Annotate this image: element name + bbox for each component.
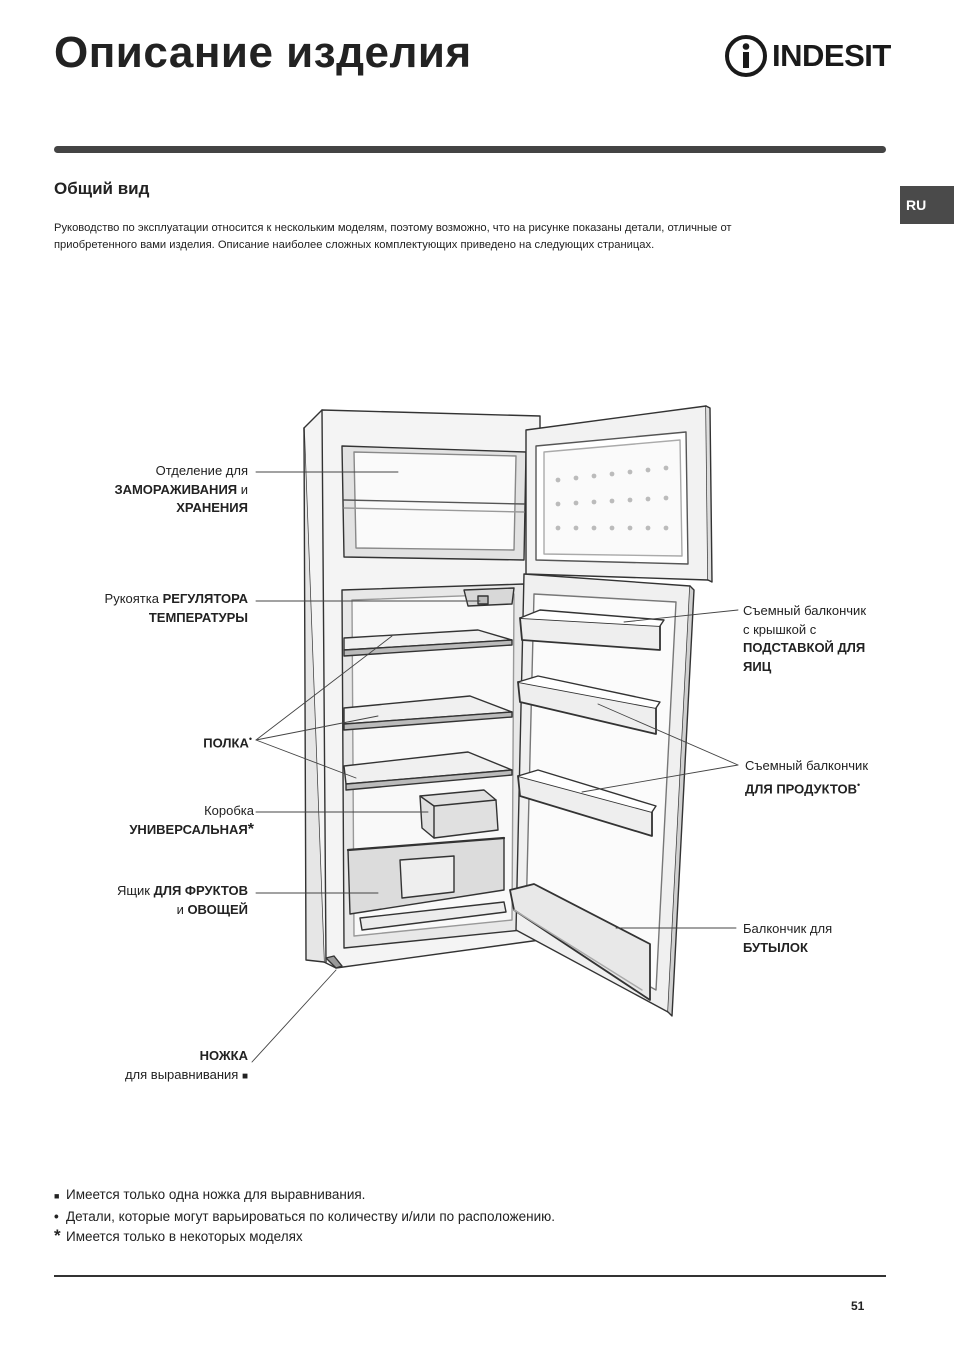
- indesit-logo: INDESIT: [724, 34, 891, 78]
- fridge-illustration: [251, 405, 739, 1063]
- label-door-rack: Съемный балкончик ДЛЯ ПРОДУКТОВ•: [745, 758, 869, 796]
- multi-box: [419, 789, 499, 839]
- thermostat-housing: [463, 587, 515, 607]
- label-leveling-foot: НОЖКА для выравнивания ■: [124, 1048, 248, 1082]
- bottle-rack: [509, 883, 651, 1001]
- label-multi-box: Коробка УНИВЕРСАЛЬНАЯ*: [129, 803, 254, 838]
- intro-paragraph: Руководство по эксплуатации относится к …: [54, 220, 854, 253]
- footnotes: ■Имеется только одна ножка для выравнива…: [54, 1185, 555, 1247]
- page-number: 51: [851, 1299, 865, 1313]
- page-title: Описание изделия: [54, 28, 472, 77]
- brand-name: INDESIT: [772, 38, 891, 73]
- label-thermostat: Рукоятка РЕГУЛЯТОРА ТЕМПЕРАТУРЫ: [104, 591, 248, 625]
- label-shelf: ПОЛКА•: [203, 734, 252, 751]
- leveling-foot: [325, 955, 343, 969]
- note-item: *Имеется только в некоторых моделях: [54, 1226, 303, 1245]
- section-subtitle: Общий вид: [54, 179, 150, 198]
- label-egg-rack: Съемный балкончик с крышкой с ПОДСТАВКОЙ…: [743, 603, 867, 674]
- freezer-door-dimples: [555, 465, 669, 531]
- language-tab: RU: [900, 186, 954, 224]
- header-rule: [54, 146, 886, 153]
- intro-line-1: Руководство по эксплуатации относится к …: [54, 222, 732, 234]
- label-freezer-compartment: Отделение для ЗАМОРАЖИВАНИЯ и ХРАНЕНИЯ: [114, 463, 248, 515]
- label-crisper: Ящик ДЛЯ ФРУКТОВ и ОВОЩЕЙ: [116, 883, 248, 917]
- footer-rule: [54, 1275, 886, 1277]
- intro-line-2: приобретенного вами изделия. Описание на…: [54, 238, 655, 251]
- logo-i-icon: [725, 35, 767, 77]
- note-item: •Детали, которые могут варьироваться по …: [54, 1208, 555, 1224]
- note-item: ■Имеется только одна ножка для выравнива…: [54, 1187, 366, 1202]
- label-bottle-rack: Балкончик для БУТЫЛОК: [743, 921, 833, 955]
- door-rack-2: [517, 775, 653, 837]
- leader-lines: [251, 471, 739, 1063]
